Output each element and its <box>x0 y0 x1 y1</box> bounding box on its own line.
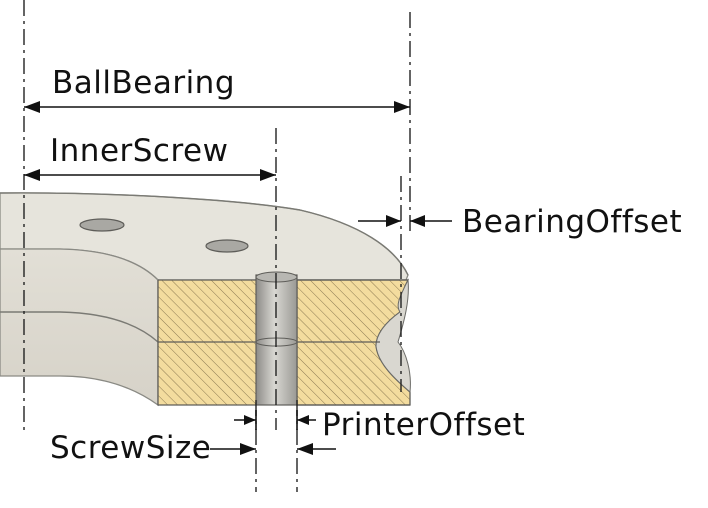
label-bearing-offset: BearingOffset <box>462 204 682 240</box>
dimension-screw-size: ScrewSize <box>50 430 336 466</box>
bearing-groove <box>375 278 411 394</box>
screw-hole-2 <box>205 239 249 253</box>
ring-outer-edge <box>0 192 409 276</box>
ring-part <box>0 192 409 407</box>
dimension-ball-bearing: BallBearing <box>24 65 410 113</box>
screw-hole-1 <box>79 218 125 232</box>
cross-section <box>157 271 411 406</box>
label-printer-offset: PrinterOffset <box>322 407 525 443</box>
label-ball-bearing: BallBearing <box>52 65 235 101</box>
dimension-printer-offset: PrinterOffset <box>234 407 525 443</box>
label-screw-size: ScrewSize <box>50 430 211 466</box>
dimension-inner-screw: InnerScrew <box>24 133 276 181</box>
dimension-bearing-offset: BearingOffset <box>358 204 682 240</box>
ring-inner-seam <box>0 311 159 343</box>
label-inner-screw: InnerScrew <box>50 133 228 169</box>
